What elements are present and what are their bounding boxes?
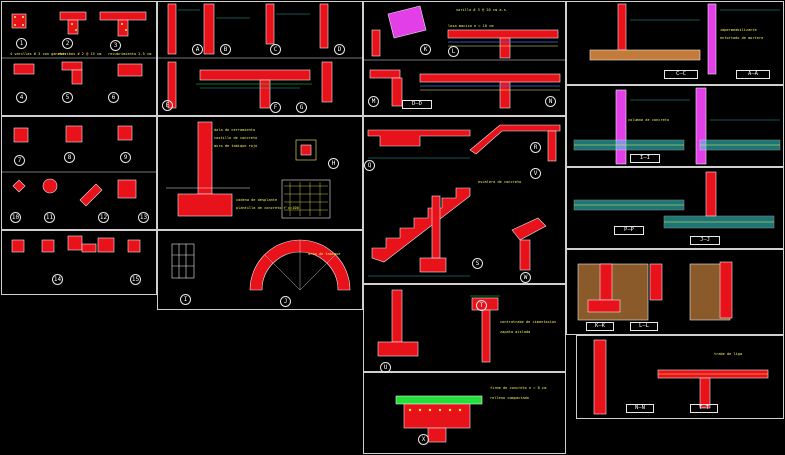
detail-bubble-h: H [328, 158, 339, 169]
detail-bubble-u: U [380, 362, 391, 373]
panel-footing-bottom [363, 372, 566, 454]
annotation-note: cadena de desplante [236, 198, 278, 202]
section-tag-ll: L—L [630, 322, 658, 331]
detail-bubble-13: 13 [138, 212, 149, 223]
detail-bubble-n: N [545, 96, 556, 107]
detail-bubble-i: I [180, 294, 191, 305]
annotation-note: estribos # 2 @ 15 cm [58, 52, 102, 56]
detail-bubble-r: R [530, 142, 541, 153]
annotation-note: contratrabe de cimentacion [500, 320, 557, 324]
section-tag-kk: K—K [586, 322, 614, 331]
detail-bubble-a: A [192, 44, 203, 55]
annotation-note: losa maciza e = 10 cm [448, 24, 494, 28]
annotation-note: firme de concreto e = 8 cm [490, 386, 547, 390]
section-tag-nn: N—N [626, 404, 654, 413]
panel-sections-right-lower [566, 167, 784, 249]
detail-bubble-j: J [280, 296, 291, 307]
detail-bubble-2: 2 [62, 38, 73, 49]
detail-bubble-10: 10 [10, 212, 21, 223]
detail-bubble-l: L [448, 46, 459, 57]
detail-bubble-s: S [472, 258, 483, 269]
detail-bubble-g: G [296, 102, 307, 113]
panel-arch-detail [157, 230, 363, 310]
annotation-note: varilla # 3 @ 20 cm a.s. [456, 8, 508, 12]
annotation-note: entortado de mortero [720, 36, 764, 40]
detail-bubble-b: B [220, 44, 231, 55]
detail-bubble-k: K [420, 44, 431, 55]
panel-column-footing [157, 116, 363, 230]
detail-bubble-11: 11 [44, 212, 55, 223]
detail-bubble-8: 8 [64, 152, 75, 163]
panel-sections-right-mid [566, 85, 784, 167]
section-tag-jj: J—J [690, 236, 720, 245]
section-tag-cc: C—C [664, 70, 698, 79]
panel-sections-right-k-l [566, 249, 784, 335]
detail-bubble-e: E [162, 100, 173, 111]
detail-bubble-9: 9 [120, 152, 131, 163]
section-tag-ii: I—I [630, 154, 660, 163]
panel-sections-right-top [566, 1, 784, 85]
detail-bubble-3: 3 [110, 40, 121, 51]
section-tag-aa: A—A [736, 70, 770, 79]
panel-rebar-details-bottom-left [1, 230, 157, 295]
detail-bubble-1: 1 [16, 38, 27, 49]
annotation-note: dala de cerramiento [214, 128, 256, 132]
annotation-note: plantilla de concreto f'c=100 [236, 206, 299, 210]
panel-rebar-details-top-left [1, 1, 157, 116]
detail-bubble-c: C [270, 44, 281, 55]
panel-slab-details-top [363, 1, 566, 116]
detail-bubble-q: Q [364, 160, 375, 171]
annotation-note: castillo de concreto [214, 136, 258, 140]
detail-bubble-14: 14 [52, 274, 63, 285]
panel-rebar-details-mid-left [1, 116, 157, 230]
annotation-note: columna de concreto [628, 118, 670, 122]
section-tag-tt: T—T [690, 404, 718, 413]
section-tag-pp: P—P [614, 226, 644, 235]
panel-sections-right-n-t [576, 335, 784, 419]
annotation-note: trabe de liga [714, 352, 743, 356]
annotation-note: recubrimiento 2.5 cm [108, 52, 152, 56]
annotation-note: arco de tabique [308, 252, 341, 256]
annotation-note: zapata aislada [500, 330, 531, 334]
detail-bubble-6: 6 [108, 92, 119, 103]
panel-foundation-details [363, 284, 566, 372]
annotation-note: 4 varillas # 3 con ganchos [10, 52, 67, 56]
detail-bubble-5: 5 [62, 92, 73, 103]
detail-bubble-7: 7 [14, 155, 25, 166]
annotation-note: relleno compactado [490, 396, 529, 400]
detail-bubble-v: V [530, 168, 541, 179]
detail-bubble-12: 12 [98, 212, 109, 223]
annotation-note: muro de tabique rojo [214, 144, 258, 148]
detail-bubble-f: F [270, 102, 281, 113]
detail-bubble-15: 15 [130, 274, 141, 285]
annotation-note: impermeabilizante [720, 28, 757, 32]
annotation-note: escalera de concreto [478, 180, 522, 184]
panel-wall-sections-top [157, 1, 363, 116]
detail-bubble-t: T [476, 300, 487, 311]
section-tag-dd: D—D [402, 100, 432, 109]
panel-stair-details [363, 116, 566, 284]
detail-bubble-4: 4 [16, 92, 27, 103]
detail-bubble-x: X [418, 434, 429, 445]
detail-bubble-w: W [520, 272, 531, 283]
detail-bubble-m: M [368, 96, 379, 107]
detail-bubble-d: D [334, 44, 345, 55]
